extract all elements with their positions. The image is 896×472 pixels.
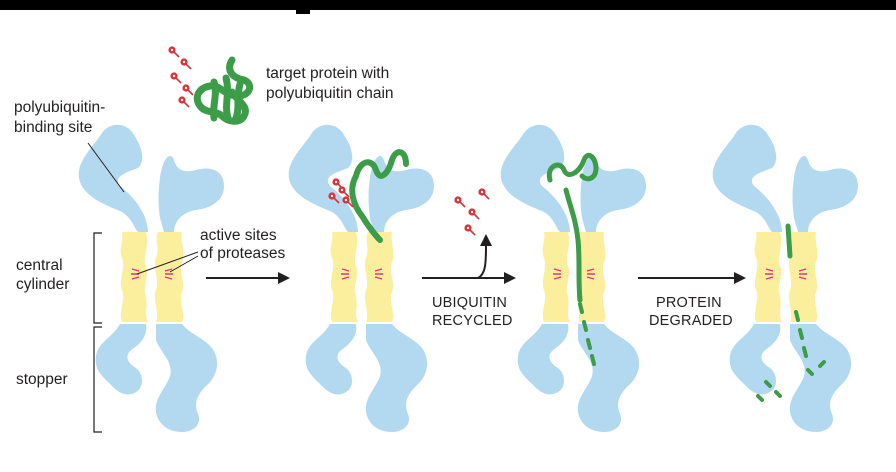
arrow-step-2 [422, 234, 516, 284]
target-protein-label: target protein with polyubiquitin chain [266, 65, 394, 102]
arrow-step-3 [638, 272, 746, 284]
top-bar [0, 0, 896, 10]
recycled-ubiquitin [453, 187, 490, 236]
protein-degraded-label: PROTEIN DEGRADED [649, 295, 733, 329]
binding-site-label: polyubiquitin- binding site [14, 99, 110, 136]
leader-lines [87, 142, 199, 275]
proteasome-protein-entering [500, 124, 646, 432]
ubiquitin-recycled-label: UBIQUITIN RECYCLED [432, 295, 513, 329]
proteasome-empty [78, 124, 224, 432]
proteasome-protein-degraded [712, 124, 858, 432]
proteasome-protein-bound [288, 124, 434, 432]
top-bar-notch [296, 10, 310, 14]
stopper-bracket [93, 326, 102, 433]
target-protein-illustration [167, 45, 254, 125]
active-sites-label: active sites of proteases [200, 227, 286, 262]
arrow-step-1 [206, 272, 290, 284]
stopper-label: stopper [16, 371, 68, 388]
central-cylinder-label: central cylinder [16, 257, 69, 293]
central-cylinder-bracket [93, 232, 102, 324]
